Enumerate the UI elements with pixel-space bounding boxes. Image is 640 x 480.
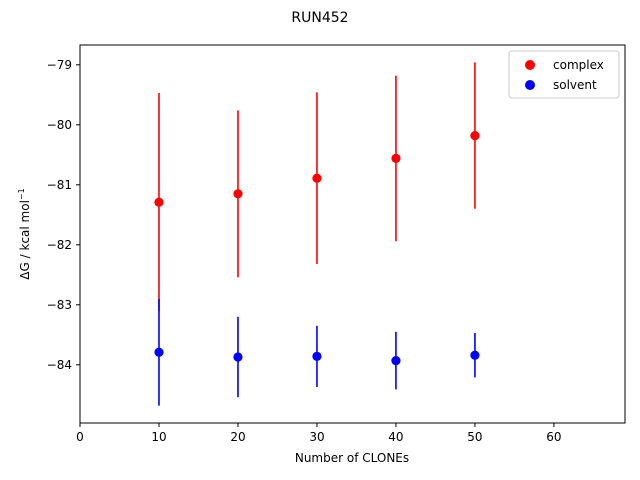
legend-marker-solvent <box>525 80 535 90</box>
x-tick-label: 30 <box>309 430 324 444</box>
x-tick-label: 10 <box>151 430 166 444</box>
y-axis-label-superscript: −1 <box>17 188 26 200</box>
point-solvent <box>312 351 322 361</box>
legend-box <box>508 50 620 99</box>
x-axis-ticks: 0 10 20 30 40 50 60 <box>76 423 562 444</box>
point-complex <box>312 173 322 183</box>
y-tick-label: −84 <box>47 358 72 372</box>
x-tick-label: 40 <box>388 430 403 444</box>
plot-frame <box>79 44 626 424</box>
legend-label-complex: complex <box>553 58 604 72</box>
point-solvent <box>470 350 480 360</box>
point-solvent <box>233 352 243 362</box>
legend: complex solvent <box>508 50 620 99</box>
y-tick-label: −80 <box>47 118 72 132</box>
series-solvent <box>154 298 480 406</box>
y-tick-label: −82 <box>47 238 72 252</box>
y-axis-label: ΔG / kcal mol−1 <box>17 188 32 279</box>
series-complex <box>154 62 480 312</box>
point-complex <box>154 197 164 207</box>
y-axis-label-main: ΔG / kcal mol <box>18 200 32 280</box>
x-tick-label: 0 <box>76 430 84 444</box>
point-complex <box>391 153 401 163</box>
legend-marker-complex <box>525 60 535 70</box>
legend-label-solvent: solvent <box>553 78 597 92</box>
y-tick-label: −83 <box>47 298 72 312</box>
point-solvent <box>391 356 401 366</box>
x-tick-label: 20 <box>230 430 245 444</box>
point-solvent <box>154 347 164 357</box>
chart-title: RUN452 <box>291 10 348 26</box>
y-axis-ticks: −79 −80 −81 −82 −83 −84 <box>47 58 80 372</box>
x-tick-label: 60 <box>546 430 561 444</box>
x-axis-label: Number of CLONEs <box>295 451 409 465</box>
y-tick-label: −81 <box>47 178 72 192</box>
series-layer <box>154 62 480 406</box>
point-complex <box>470 131 480 141</box>
x-tick-label: 50 <box>467 430 482 444</box>
y-tick-label: −79 <box>47 58 72 72</box>
point-complex <box>233 189 243 199</box>
